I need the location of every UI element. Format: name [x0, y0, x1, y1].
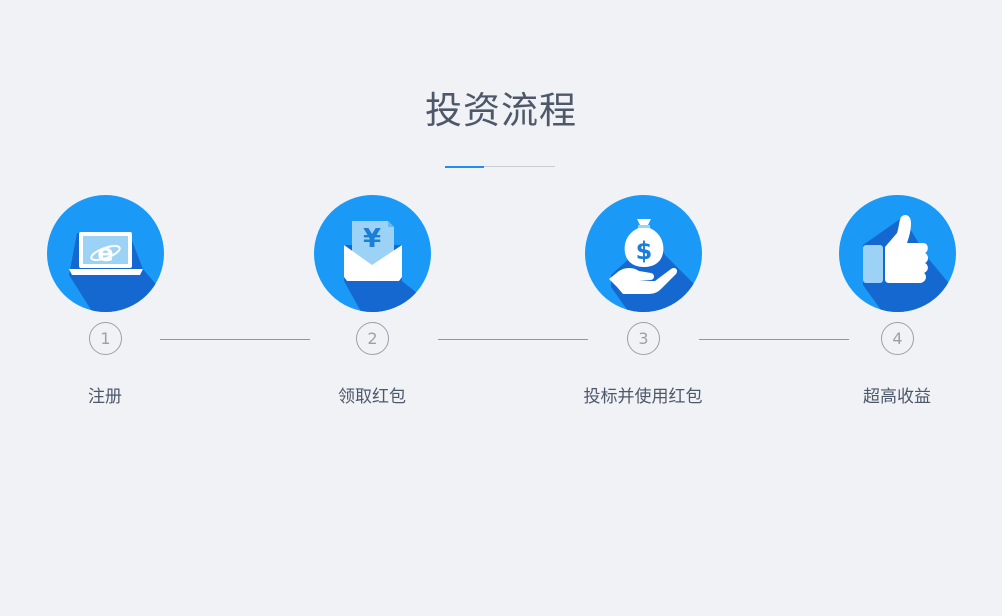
- thumbs-up-icon: [839, 195, 956, 312]
- step-number-1: 1: [89, 322, 122, 355]
- step-number-2: 2: [356, 322, 389, 355]
- svg-text:$: $: [636, 237, 653, 265]
- money-bag-hand-icon: $: [585, 195, 702, 312]
- step-label-1: 注册: [88, 387, 122, 407]
- svg-text:¥: ¥: [363, 224, 381, 254]
- step-label-3: 投标并使用红包: [583, 387, 703, 407]
- step-label-4: 超高收益: [863, 387, 931, 407]
- svg-text:e: e: [97, 239, 113, 267]
- step-connector: [699, 339, 849, 340]
- step-label-2: 领取红包: [338, 387, 406, 407]
- red-envelope-yuan-icon: ¥: [314, 195, 431, 312]
- step-number-4: 4: [881, 322, 914, 355]
- step-connector: [160, 339, 310, 340]
- step-number-3: 3: [627, 322, 660, 355]
- title-divider: [445, 166, 555, 167]
- step-connector: [438, 339, 588, 340]
- title-divider-accent: [445, 166, 484, 168]
- laptop-browser-icon: e: [47, 195, 164, 312]
- page-title: 投资流程: [425, 89, 577, 132]
